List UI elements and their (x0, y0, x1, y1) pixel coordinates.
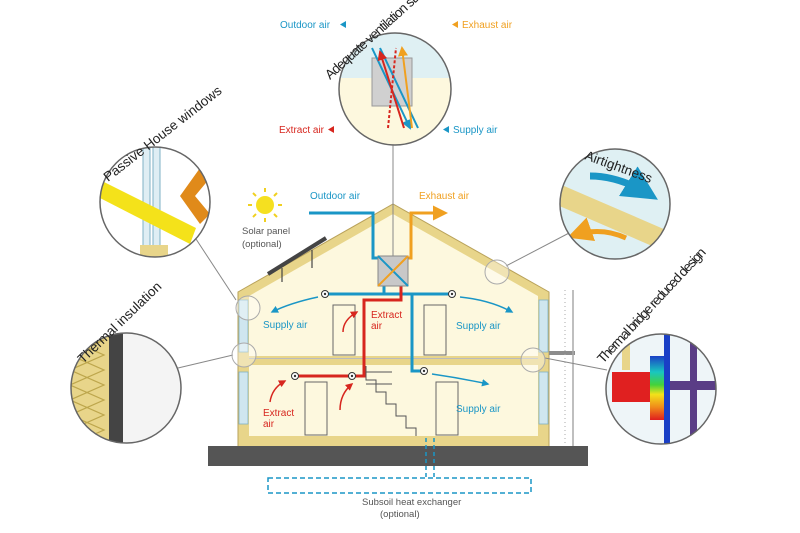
airflow-arrows (269, 296, 514, 411)
vent-extract-air-arrow-icon (328, 126, 334, 133)
windows-detail-circle (99, 146, 211, 258)
ventilation-ducts (295, 205, 452, 378)
solar-panel-optional-label: (optional) (242, 239, 282, 250)
extract-air-upper: Extract (371, 310, 402, 321)
supply-air-upper-left: Supply air (263, 320, 308, 331)
insulation-detail-circle (70, 332, 182, 444)
exhaust-air-label: Exhaust air (419, 191, 470, 202)
extract-air-lower: Extract (263, 408, 294, 419)
airtightness-detail-circle (559, 148, 671, 260)
outdoor-air-label: Outdoor air (310, 191, 361, 202)
house (237, 203, 575, 480)
vent-supply-air-label: Supply air (453, 125, 498, 136)
vent-outdoor-air-label: Outdoor air (280, 20, 331, 31)
subsoil-heat-exchanger (267, 477, 532, 494)
solar-panel-label: Solar panel (242, 226, 290, 237)
highlight-circles (231, 259, 546, 373)
extract-air-upper-2: air (371, 321, 383, 332)
vent-outdoor-air-arrow-icon (340, 21, 346, 28)
vent-exhaust-air-arrow-icon (452, 21, 458, 28)
subsoil-label: Subsoil heat exchanger (362, 497, 461, 508)
solar-panel-icon (266, 236, 328, 282)
subsoil-optional-label: (optional) (380, 509, 420, 520)
vent-supply-air-arrow-icon (443, 126, 449, 133)
supply-air-lower-right: Supply air (456, 404, 501, 415)
vent-extract-air-label: Extract air (279, 125, 325, 136)
vent-exhaust-air-label: Exhaust air (462, 20, 513, 31)
leader-lines (177, 145, 608, 371)
heat-recovery-unit (377, 255, 409, 287)
thermal-bridge-detail-circle (605, 333, 717, 445)
extract-air-lower-2: air (263, 419, 275, 430)
supply-air-upper-right: Supply air (456, 321, 501, 332)
ground (208, 446, 588, 466)
sun-icon (248, 188, 282, 222)
